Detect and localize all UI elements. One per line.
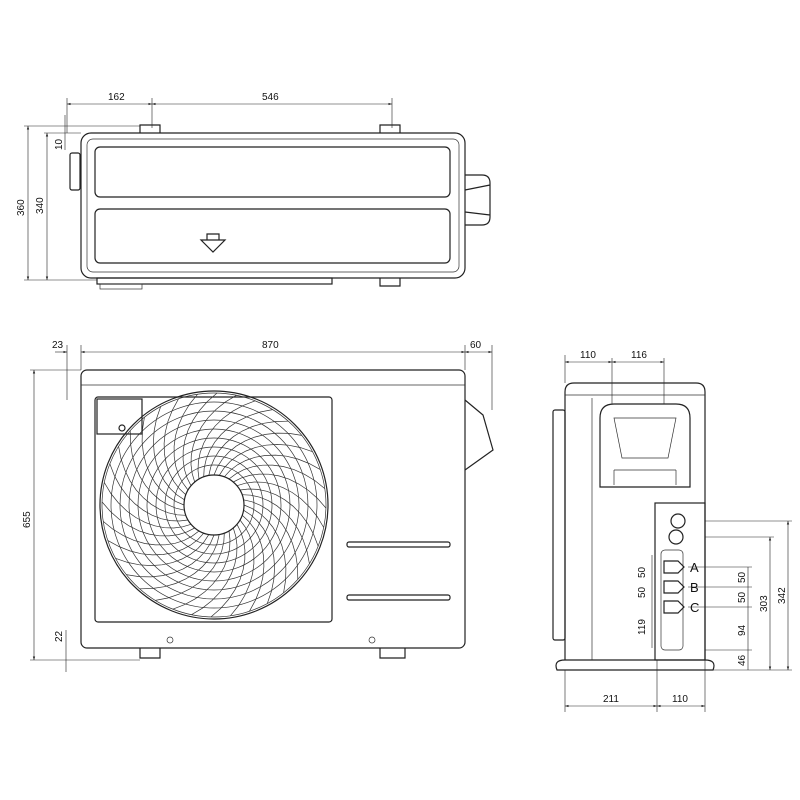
- dim-22: 22: [54, 630, 65, 642]
- dim-303: 303: [759, 595, 770, 612]
- dim-870: 870: [262, 340, 279, 351]
- dim-60: 60: [470, 340, 482, 351]
- top-view: 162 546 360 340 10: [16, 92, 491, 290]
- dim-116: 116: [631, 350, 647, 361]
- dim-23: 23: [52, 340, 64, 351]
- port-label-c: C: [690, 600, 699, 615]
- fan-hub: [183, 474, 245, 536]
- dim-right-50-bc: 50: [737, 591, 748, 603]
- airflow-arrow-icon: [199, 233, 227, 253]
- dim-546: 546: [262, 92, 279, 103]
- dim-side-110-bottom: 110: [672, 694, 688, 705]
- port-label-b: B: [690, 580, 699, 595]
- dim-655: 655: [22, 511, 33, 528]
- dim-46: 46: [737, 654, 748, 666]
- dim-left-50-ab: 50: [637, 566, 648, 578]
- dim-211: 211: [603, 694, 619, 705]
- port-label-a: A: [690, 560, 699, 575]
- dim-side-110-top: 110: [580, 350, 596, 361]
- dim-right-50-ab: 50: [737, 571, 748, 583]
- dim-10: 10: [54, 138, 65, 150]
- dim-94: 94: [737, 624, 748, 636]
- front-view: 23 870 60 655 22: [22, 340, 494, 672]
- dim-162: 162: [108, 92, 125, 103]
- dim-340: 340: [35, 197, 46, 214]
- dim-119: 119: [637, 619, 648, 635]
- fan-grille: [99, 390, 329, 620]
- dim-left-50-bc: 50: [637, 586, 648, 598]
- dim-360: 360: [16, 199, 27, 216]
- side-view: 110 116 211 110 50 50 94 46 303 342 50 5…: [552, 350, 792, 712]
- dim-342: 342: [777, 587, 788, 604]
